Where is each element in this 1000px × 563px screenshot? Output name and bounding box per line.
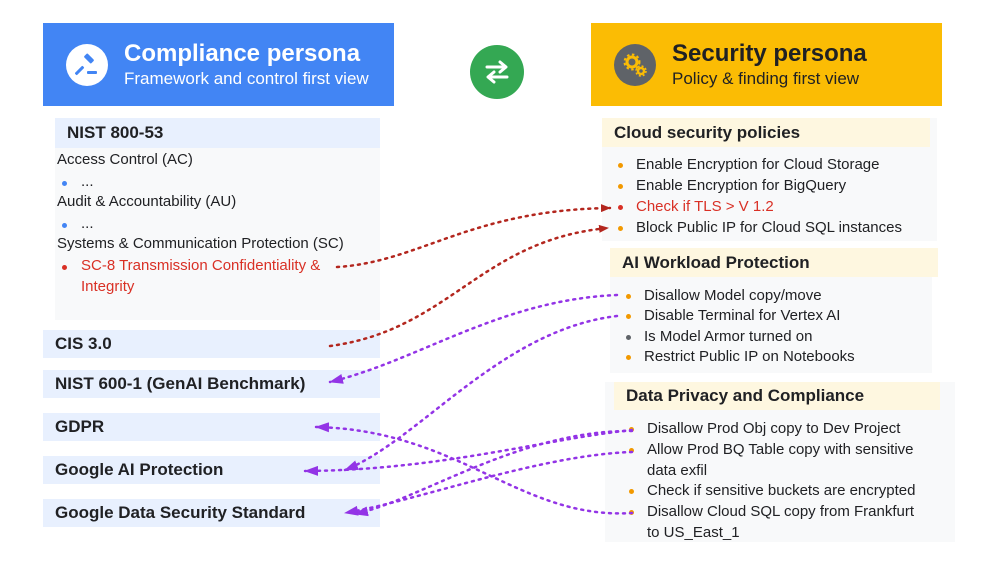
bullet-icon [62, 223, 67, 228]
link-prod-obj-to-ai-protection [303, 428, 634, 476]
access-control-item: Access Control (AC) [57, 151, 193, 168]
link-bq-to-data-security [343, 450, 634, 516]
bullet-icon [626, 355, 631, 360]
cloud-policies-heading: Cloud security policies [602, 118, 930, 147]
link-cloudsql-to-gdpr [314, 422, 634, 515]
compliance-subtitle: Framework and control first view [124, 68, 369, 88]
gears-icon [614, 43, 656, 86]
link-model-copy-to-nist600 [328, 293, 619, 384]
cloud-policy-item: Block Public IP for Cloud SQL instances [636, 219, 902, 236]
audit-accountability-item: Audit & Accountability (AU) [57, 193, 237, 210]
data-privacy-item-line1: Allow Prod BQ Table copy with sensitive [647, 441, 914, 458]
bullet-icon [618, 226, 623, 231]
systems-communication-item: Systems & Communication Protection (SC) [57, 235, 344, 252]
ai-workload-item: Disable Terminal for Vertex AI [644, 307, 841, 324]
bullet-icon [629, 489, 634, 494]
bullet-icon [62, 265, 67, 270]
ai-workload-item: Restrict Public IP on Notebooks [644, 348, 855, 365]
link-cis-to-public-ip [328, 224, 610, 348]
gavel-icon [66, 43, 108, 86]
cloud-policy-item: Enable Encryption for Cloud Storage [636, 156, 880, 173]
nist-800-53-heading: NIST 800-53 [55, 118, 380, 148]
cloud-policy-item: Enable Encryption for BigQuery [636, 177, 847, 194]
ai-workload-item: Disallow Model copy/move [644, 287, 822, 304]
bullet-icon [626, 314, 631, 319]
sc-8-item-line1: SC-8 Transmission Confidentiality & [81, 257, 321, 274]
bullet-icon [618, 184, 623, 189]
bullet-icon [618, 163, 623, 168]
framework-nist-600-1: NIST 600-1 (GenAI Benchmark) [43, 370, 380, 398]
bullet-icon [626, 294, 631, 299]
sc-8-item-line2: Integrity [81, 278, 135, 295]
ai-workload-heading: AI Workload Protection [610, 248, 938, 277]
nist-panel [55, 118, 380, 320]
compliance-title: Compliance persona [124, 39, 361, 67]
security-subtitle: Policy & finding first view [672, 68, 860, 88]
framework-cis: CIS 3.0 [43, 330, 380, 358]
compliance-persona-header: Compliance persona Framework and control… [43, 23, 394, 106]
cloud-policy-item: Check if TLS > V 1.2 [636, 198, 774, 215]
audit-accountability-sub: ... [81, 215, 94, 232]
data-privacy-item: Disallow Prod Obj copy to Dev Project [647, 420, 901, 437]
swap-arrows-icon [470, 45, 524, 99]
data-privacy-heading: Data Privacy and Compliance [614, 382, 940, 410]
bullet-icon [618, 205, 623, 210]
link-terminal-to-ai-protection [343, 314, 619, 472]
data-privacy-item: Check if sensitive buckets are encrypted [647, 482, 916, 499]
ai-workload-item: Is Model Armor turned on [644, 328, 813, 345]
data-privacy-item-line2: to US_East_1 [647, 524, 740, 541]
bullet-icon [626, 335, 631, 340]
link-sc8-to-tls [335, 204, 612, 269]
security-persona-header: Security persona Policy & finding first … [591, 23, 942, 106]
data-privacy-item-line1: Disallow Cloud SQL copy from Frankfurt [647, 503, 915, 520]
link-prod-obj-to-data-security [353, 429, 634, 517]
security-title: Security persona [672, 39, 867, 67]
data-privacy-item-line2: data exfil [647, 462, 708, 479]
framework-google-ai-protection: Google AI Protection [43, 456, 380, 484]
access-control-sub: ... [81, 173, 94, 190]
bullet-icon [62, 181, 67, 186]
bullet-icon [629, 448, 634, 453]
framework-google-data-security: Google Data Security Standard [43, 499, 380, 527]
